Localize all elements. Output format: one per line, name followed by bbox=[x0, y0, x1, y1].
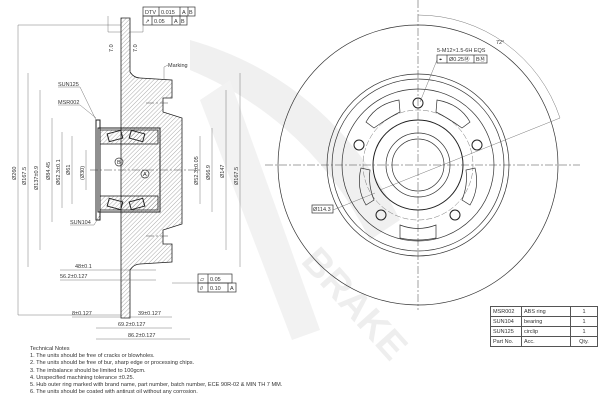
hub-flange-section bbox=[120, 17, 183, 319]
technical-notes: Technical Notes 1. The units should be f… bbox=[30, 346, 282, 396]
svg-text:Ø66.9: Ø66.9 bbox=[206, 165, 212, 180]
fcf-flatness-parallelism: ▱ 0.05 // 0.10 A bbox=[172, 273, 237, 293]
stud-hole-icon bbox=[353, 139, 365, 151]
roughness-right: 7.0 bbox=[133, 44, 139, 52]
svg-text:56.2±0.127: 56.2±0.127 bbox=[60, 274, 88, 280]
fcf-dtv: DTV 0.015 A B bbox=[142, 6, 196, 17]
fcf-runout: ↗ 0.05 A B bbox=[142, 15, 188, 26]
watermark-text: BRAKE bbox=[293, 240, 415, 369]
header-qty: Qty. bbox=[570, 336, 598, 347]
svg-text:(Ø30): (Ø30) bbox=[80, 166, 86, 180]
svg-text:0.05: 0.05 bbox=[154, 19, 165, 25]
angle-72-label: 72° bbox=[496, 40, 504, 46]
svg-text:A: A bbox=[230, 286, 234, 292]
svg-text:B: B bbox=[189, 10, 193, 16]
pcd-label: Ø114.3 bbox=[313, 207, 331, 213]
pcd-box bbox=[311, 204, 334, 214]
marking-label: Marking bbox=[168, 63, 188, 69]
stud-hole-icon bbox=[471, 139, 483, 151]
svg-text:0.015: 0.015 bbox=[161, 10, 175, 16]
svg-text:Ø137±0.9: Ø137±0.9 bbox=[34, 166, 40, 190]
note-item: 4. Unspecified machining tolerance ±0.25… bbox=[30, 374, 135, 381]
datum-b-label: B bbox=[117, 160, 121, 166]
note-item: 2. The units should be free of bur, shar… bbox=[30, 360, 195, 367]
datum-b-marker bbox=[114, 157, 124, 167]
brand-watermark: BRAKE bbox=[190, 40, 415, 368]
table-header-row: Part No.Acc.Qty. bbox=[490, 336, 598, 347]
part-no: SUN104 bbox=[490, 316, 522, 327]
datum-a-label: A bbox=[143, 172, 147, 178]
msr002-label: MSR002 bbox=[58, 100, 79, 106]
svg-text:Ø260: Ø260 bbox=[12, 167, 18, 180]
svg-text:Ø62.3±0.1: Ø62.3±0.1 bbox=[56, 159, 62, 185]
note-item: 3. The imbalance should be limited to 10… bbox=[30, 367, 146, 374]
svg-text:A: A bbox=[182, 10, 186, 16]
svg-text:A: A bbox=[174, 19, 178, 25]
svg-text:0.10: 0.10 bbox=[210, 286, 221, 292]
svg-text:Ø147: Ø147 bbox=[220, 165, 226, 178]
part-desc: bearing bbox=[521, 316, 571, 327]
svg-text://: // bbox=[200, 286, 204, 292]
svg-text:Ø0.25Ⓜ: Ø0.25Ⓜ bbox=[449, 55, 470, 63]
right-diameter-dims: Ø52.3±0.05 Ø66.9 Ø147 Ø167.5 bbox=[194, 73, 241, 267]
svg-text:Ø52.3±0.05: Ø52.3±0.05 bbox=[194, 156, 200, 185]
svg-text:86.2±0.127: 86.2±0.127 bbox=[128, 333, 156, 339]
left-diameter-dims: Ø260 Ø167.5 Ø137±0.9 Ø84.45 Ø62.3±0.1 Ø6… bbox=[12, 24, 121, 316]
svg-text:39±0.127: 39±0.127 bbox=[138, 311, 161, 317]
sun104-label: SUN104 bbox=[70, 220, 91, 226]
part-desc: ABS ring bbox=[521, 306, 571, 317]
bottom-length-dims: 48±0.1 56.2±0.127 8±0.127 39±0.127 69.2±… bbox=[60, 264, 190, 340]
stud-hole-icon bbox=[375, 209, 387, 221]
svg-text:Ø167.5: Ø167.5 bbox=[22, 167, 28, 185]
stud-hole-icon bbox=[449, 209, 461, 221]
svg-text:8±0.127: 8±0.127 bbox=[72, 311, 92, 317]
roughness-left: 7.0 bbox=[109, 44, 115, 52]
thread-note: 5-M12×1.5-6H EQS bbox=[437, 48, 486, 54]
side-section-view: B A DTV 0.015 A B ↗ 0.05 A B 7.0 7.0 Mar… bbox=[12, 6, 241, 340]
vent-slots bbox=[359, 99, 477, 241]
datum-a-marker bbox=[140, 169, 150, 179]
notes-title: Technical Notes bbox=[30, 346, 70, 352]
svg-text:DTV: DTV bbox=[145, 10, 156, 16]
note-item: 5. Hub outer ring marked with brand name… bbox=[30, 382, 283, 389]
part-no: MSR002 bbox=[490, 306, 522, 317]
part-qty: 1 bbox=[570, 316, 598, 327]
svg-text:Ø61: Ø61 bbox=[66, 165, 72, 175]
svg-text:▱: ▱ bbox=[200, 277, 205, 283]
note-item: 6. The units should be coated with antir… bbox=[30, 389, 198, 396]
header-part-no: Part No. bbox=[490, 336, 522, 347]
front-view: 72° 5-M12×1.5-6H EQS ⌖ Ø0.25Ⓜ BⓂ Ø114.3 bbox=[265, 0, 580, 310]
part-no: SUN125 bbox=[490, 326, 522, 337]
svg-text:B: B bbox=[181, 19, 185, 25]
svg-text:48±0.1: 48±0.1 bbox=[75, 264, 92, 270]
part-desc: circlip bbox=[521, 326, 571, 337]
part-qty: 1 bbox=[570, 306, 598, 317]
svg-text:BⓂ: BⓂ bbox=[476, 55, 486, 63]
svg-text:Ø167.5: Ø167.5 bbox=[234, 167, 240, 185]
sun125-label: SUN125 bbox=[58, 82, 79, 88]
part-qty: 1 bbox=[570, 326, 598, 337]
note-item: 1. The units should be free of cracks or… bbox=[30, 353, 155, 360]
svg-text:⌖: ⌖ bbox=[439, 57, 442, 63]
svg-text:↗: ↗ bbox=[145, 19, 150, 25]
header-desc: Acc. bbox=[521, 336, 571, 347]
svg-text:0.05: 0.05 bbox=[210, 277, 221, 283]
svg-text:Ø84.45: Ø84.45 bbox=[46, 162, 52, 180]
svg-text:69.2±0.127: 69.2±0.127 bbox=[118, 322, 146, 328]
fcf-position: ⌖ Ø0.25Ⓜ BⓂ bbox=[436, 54, 488, 64]
